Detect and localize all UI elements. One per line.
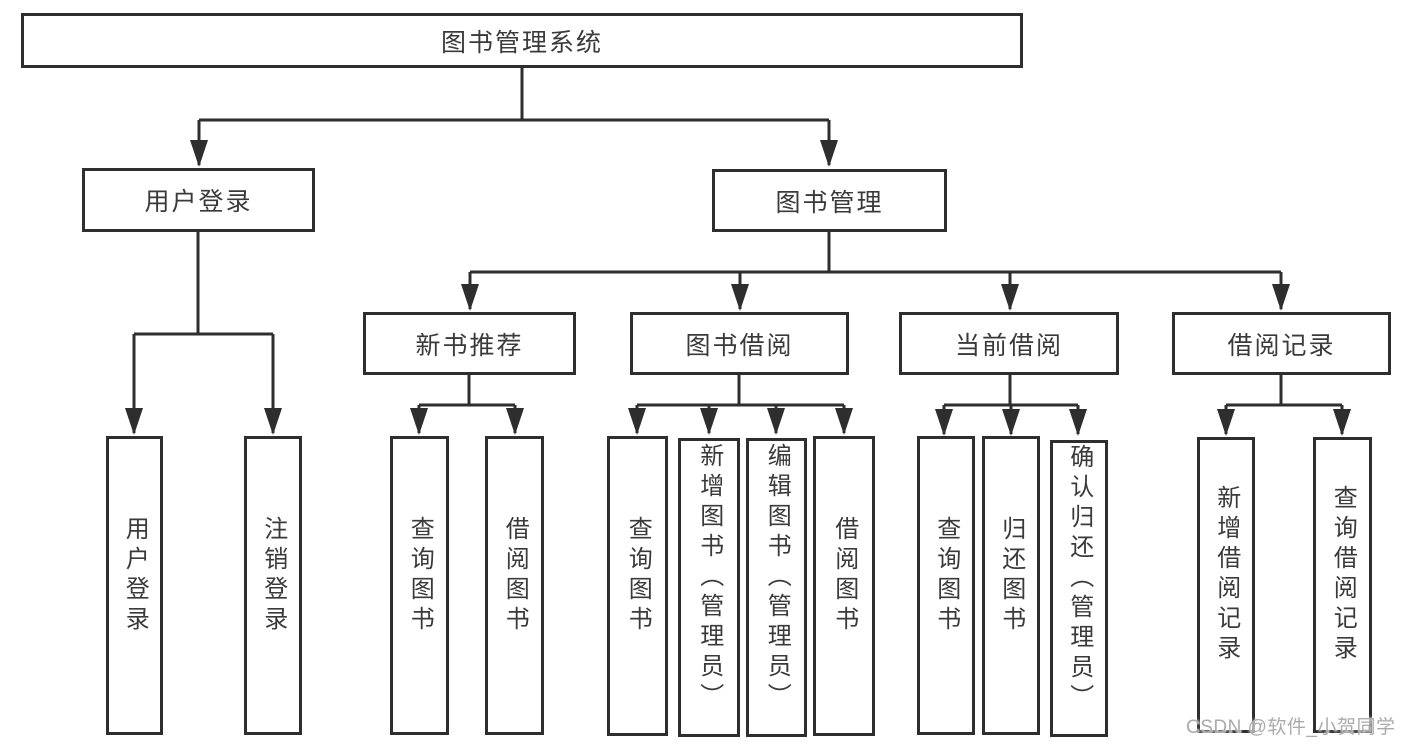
- leaf-user-login: 用户登录: [106, 436, 163, 735]
- node-book-management: 图书管理: [712, 169, 947, 232]
- connector-root-to-level2: [190, 68, 838, 167]
- node-book-borrowing: 图书借阅: [630, 312, 849, 375]
- leaf-label: 查询图书: [406, 515, 434, 636]
- connector-book-borrow-children: [628, 375, 853, 435]
- leaf-add-borrow-record: 新增借阅记录: [1197, 437, 1255, 733]
- leaf-query-books-recommend: 查询图书: [390, 436, 449, 735]
- connector-borrow-records-children: [1217, 375, 1351, 436]
- leaf-borrow-books-recommend: 借阅图书: [485, 436, 544, 735]
- node-library-management-system: 图书管理系统: [21, 13, 1023, 68]
- node-user-login: 用户登录: [82, 168, 315, 232]
- leaf-confirm-return-admin: 确认归还（管理员）: [1050, 440, 1108, 737]
- leaf-label: 借阅图书: [501, 515, 529, 636]
- leaf-label: 注销登录: [259, 515, 287, 636]
- node-new-book-recommendation: 新书推荐: [363, 312, 576, 375]
- leaf-label: 确认归还（管理员）: [1065, 443, 1093, 714]
- leaf-return-books: 归还图书: [982, 436, 1040, 735]
- node-current-borrowing: 当前借阅: [899, 312, 1119, 375]
- leaf-logout: 注销登录: [244, 436, 302, 735]
- leaf-label: 新增借阅记录: [1212, 485, 1240, 665]
- leaf-label: 编辑图书（管理员）: [763, 442, 791, 713]
- leaf-label: 新增图书（管理员）: [695, 442, 723, 713]
- connector-book-management-children: [461, 232, 1290, 311]
- leaf-label: 查询图书: [624, 516, 652, 636]
- connector-new-book-children: [410, 375, 524, 435]
- leaf-query-borrow-record: 查询借阅记录: [1313, 437, 1372, 733]
- leaf-label: 归还图书: [997, 515, 1025, 636]
- leaf-label: 查询借阅记录: [1329, 485, 1357, 665]
- leaf-label: 借阅图书: [830, 516, 858, 636]
- leaf-label: 查询图书: [932, 515, 960, 636]
- csdn-watermark: CSDN @软件_小贺同学: [1186, 717, 1396, 738]
- leaf-query-books-current: 查询图书: [917, 436, 975, 735]
- leaf-edit-books-admin: 编辑图书（管理员）: [746, 438, 807, 737]
- leaf-borrow-books: 借阅图书: [813, 436, 875, 736]
- leaf-add-books-admin: 新增图书（管理员）: [678, 438, 740, 737]
- connector-current-borrow-children: [935, 375, 1087, 436]
- leaf-label: 用户登录: [121, 515, 149, 636]
- node-borrowing-records: 借阅记录: [1172, 312, 1391, 375]
- connector-user-login-children: [125, 232, 282, 435]
- leaf-query-books-borrow: 查询图书: [607, 436, 668, 736]
